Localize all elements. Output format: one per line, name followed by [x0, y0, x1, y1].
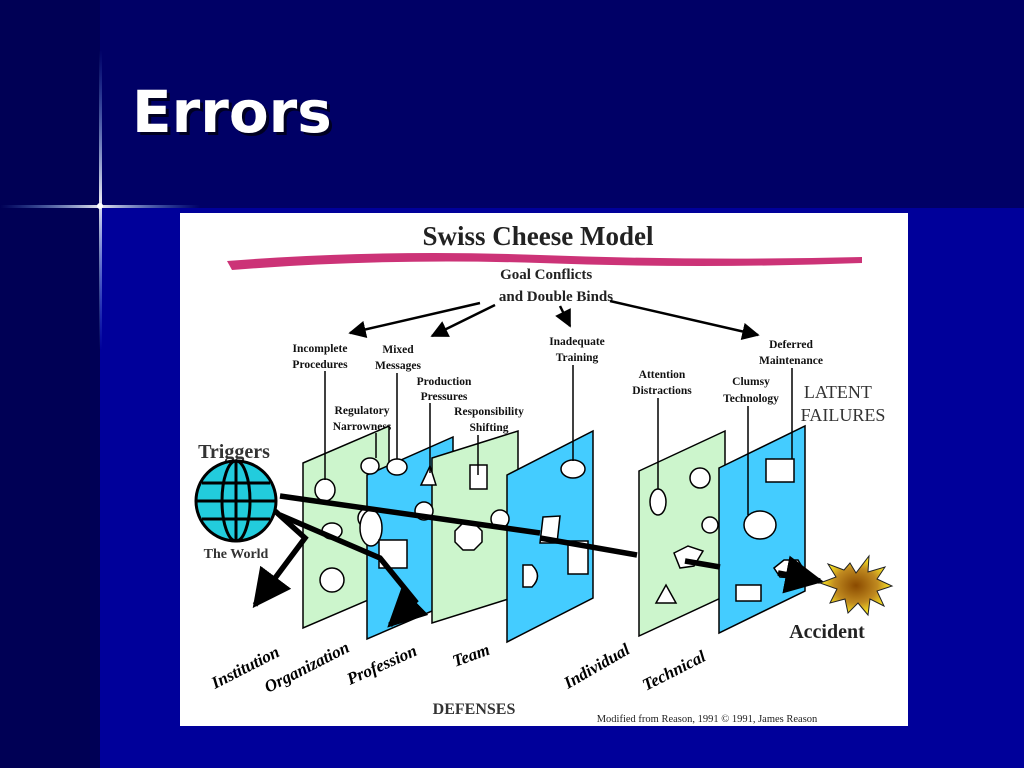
swiss-cheese-diagram: Swiss Cheese Model Goal Conflicts and Do…: [180, 213, 908, 726]
slide-title: Errors: [132, 78, 332, 146]
credit-text: Modified from Reason, 1991 © 1991, James…: [597, 714, 818, 725]
triggers-label: Triggers: [198, 441, 270, 463]
world-label: The World: [204, 547, 269, 562]
accident-burst-icon: [818, 554, 894, 617]
globe-icon: [194, 459, 278, 543]
slice-holes: [314, 457, 805, 604]
title-banner: [227, 253, 862, 270]
error-trajectories: [252, 493, 824, 628]
defenses-label: DEFENSES: [433, 701, 516, 718]
flare-center: [97, 203, 103, 209]
root-label: Goal Conflicts and Double Binds: [499, 267, 613, 305]
diagram-title: Swiss Cheese Model: [423, 221, 654, 251]
cause-pointers: [324, 365, 793, 515]
root-arrows: [348, 299, 760, 341]
flare-vertical: [99, 50, 102, 350]
latent-failures-label: LATENT FAILURES: [801, 382, 886, 425]
accident-label: Accident: [789, 621, 865, 643]
